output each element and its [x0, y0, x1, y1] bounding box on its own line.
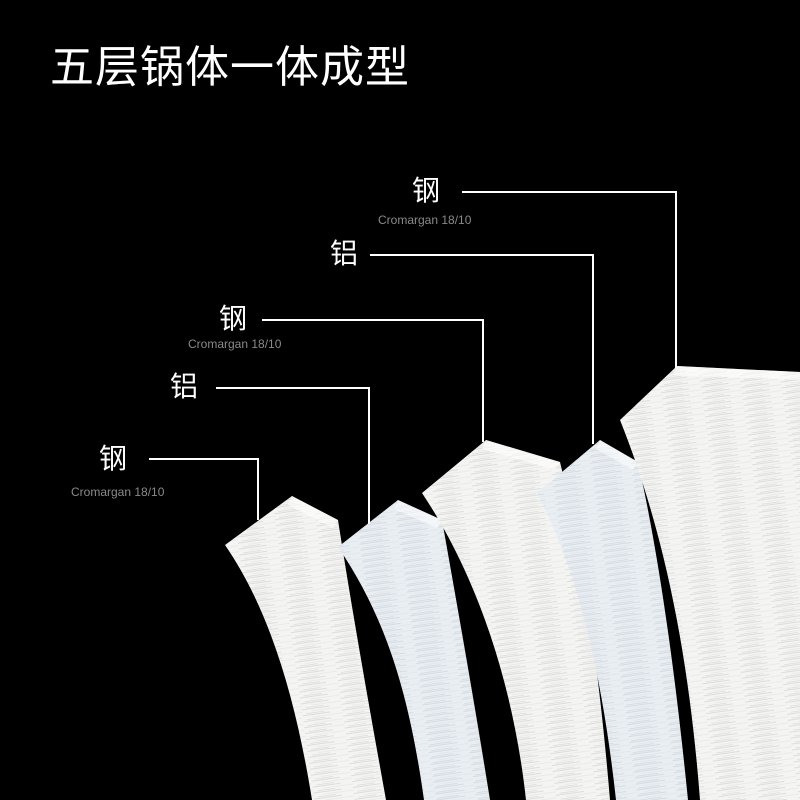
layer-band-steel-inner-edge: [288, 496, 338, 528]
layer-5-sublabel: Cromargan 18/10: [71, 485, 165, 499]
layer-band-steel-inner: [225, 496, 386, 800]
leader-line-layer-5: [149, 458, 259, 520]
layer-2-label: 铝: [330, 237, 359, 270]
layer-band-aluminium-outer-edge: [596, 440, 638, 470]
leader-line-layer-4: [216, 387, 370, 524]
layer-1-sublabel: Cromargan 18/10: [378, 213, 472, 227]
leader-line-layer-1: [462, 191, 677, 368]
layer-3-sublabel: Cromargan 18/10: [188, 337, 282, 351]
layer-4-label: 铝: [170, 370, 199, 403]
layer-band-aluminium-outer: [537, 440, 688, 800]
page-title: 五层锅体一体成型: [50, 42, 410, 93]
layer-band-steel-middle-edge: [482, 440, 560, 470]
leader-line-layer-2: [370, 254, 594, 444]
leader-line-layer-3: [262, 319, 484, 442]
layer-band-aluminium-inner: [338, 500, 490, 800]
layer-band-steel-outer-edge: [673, 366, 800, 380]
layer-band-aluminium-inner-edge: [394, 500, 442, 528]
layer-band-steel-outer: [620, 366, 800, 800]
layer-3-label: 钢: [219, 302, 248, 335]
layer-5-label: 钢: [99, 442, 128, 475]
layer-1-label: 钢: [412, 174, 441, 207]
